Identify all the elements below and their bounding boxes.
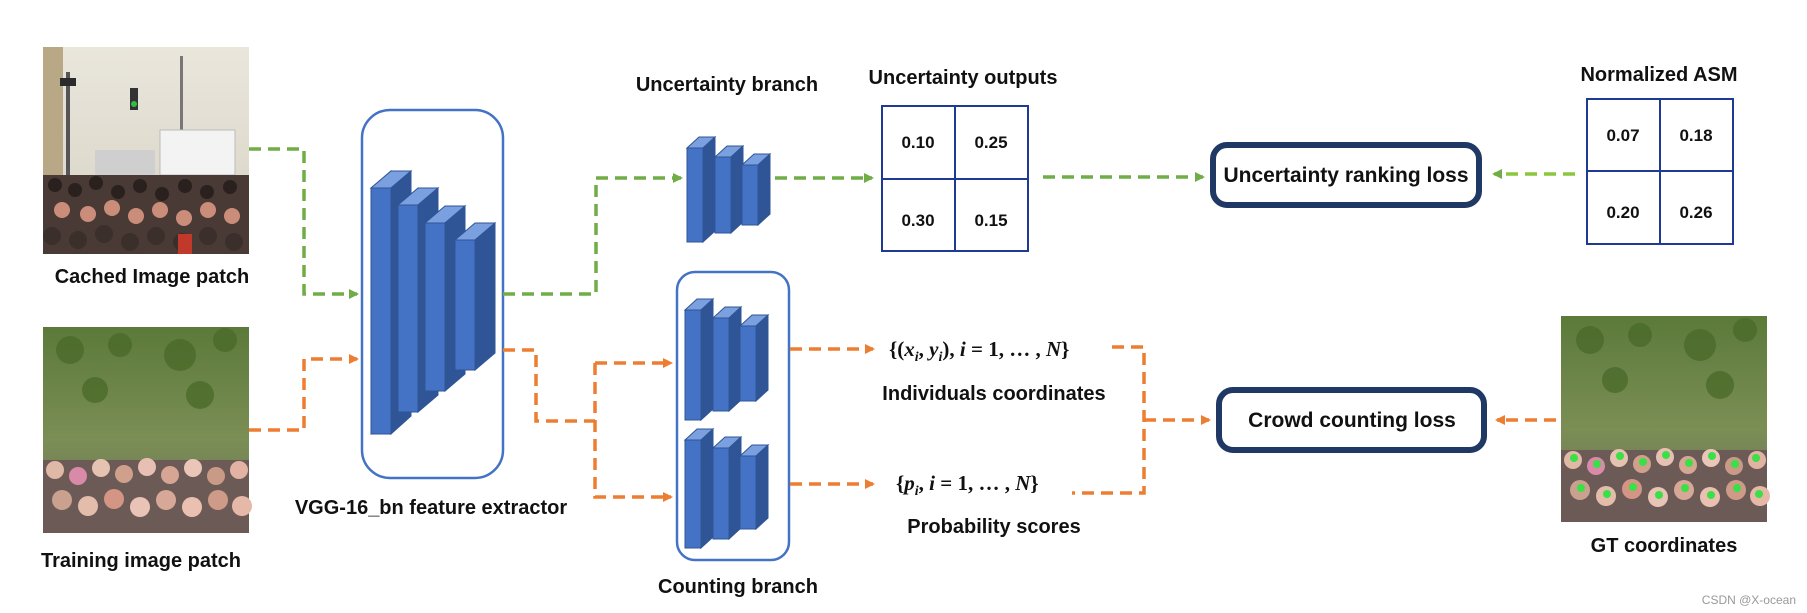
crowd-counting-loss-box: Crowd counting loss — [1216, 387, 1487, 453]
counting-branch-label: Counting branch — [658, 576, 818, 598]
arrow-split-to-lower — [593, 363, 673, 502]
counting-block-lower — [683, 427, 770, 550]
uncertainty-cell-4: 0.15 — [974, 211, 1007, 230]
arrow-cached-to-vgg — [249, 147, 359, 299]
cached-image-patch — [43, 47, 249, 254]
arrow-vgg-to-uncertainty — [503, 173, 683, 296]
arrow-merge-outputs — [1072, 345, 1146, 495]
gt-coordinates-patch — [1561, 316, 1770, 522]
probability-scores-label: Probability scores — [907, 516, 1080, 538]
counting-block-upper — [683, 297, 770, 422]
asm-cell-4: 0.26 — [1679, 203, 1712, 222]
individuals-coordinates-label: Individuals coordinates — [882, 383, 1105, 405]
arrow-vgg-to-split — [503, 348, 595, 423]
vgg-feature-extractor — [360, 108, 505, 480]
green-arrows — [249, 147, 1205, 299]
asm-cell-3: 0.20 — [1606, 203, 1639, 222]
uncertainty-outputs-grid: 0.10 0.25 0.30 0.15 — [881, 105, 1029, 252]
probability-formula: {pi, i = 1, … , N} — [896, 471, 1039, 499]
coordinates-formula: {(xi, yi), i = 1, … , N} — [889, 337, 1069, 365]
counting-branch — [675, 270, 791, 562]
gt-point-markers — [1570, 451, 1763, 499]
uncertainty-branch-block — [685, 135, 772, 244]
normalized-asm-grid: 0.07 0.18 0.20 0.26 — [1586, 98, 1734, 245]
uncertainty-ranking-loss-box: Uncertainty ranking loss — [1210, 142, 1482, 208]
vgg-layer-stack — [369, 169, 497, 436]
asm-cell-2: 0.18 — [1679, 126, 1712, 145]
crowd-counting-loss-label: Crowd counting loss — [1248, 409, 1456, 432]
cached-image-patch-label: Cached Image patch — [55, 266, 250, 288]
training-image-patch-label: Training image patch — [41, 550, 241, 572]
orange-arrows — [249, 344, 1556, 502]
uncertainty-cell-3: 0.30 — [901, 211, 934, 230]
training-image-patch — [43, 327, 252, 533]
normalized-asm-label: Normalized ASM — [1580, 64, 1737, 86]
watermark: CSDN @X-ocean — [1702, 593, 1796, 607]
gt-coordinates-label: GT coordinates — [1591, 535, 1738, 557]
uncertainty-branch-label: Uncertainty branch — [636, 74, 818, 96]
arrow-training-to-vgg — [249, 354, 359, 432]
feature-extractor-label: VGG-16_bn feature extractor — [295, 497, 568, 519]
uncertainty-outputs-label: Uncertainty outputs — [869, 67, 1058, 89]
uncertainty-cell-1: 0.10 — [901, 133, 934, 152]
uncertainty-ranking-loss-label: Uncertainty ranking loss — [1223, 164, 1468, 187]
asm-cell-1: 0.07 — [1606, 126, 1639, 145]
uncertainty-cell-2: 0.25 — [974, 133, 1007, 152]
